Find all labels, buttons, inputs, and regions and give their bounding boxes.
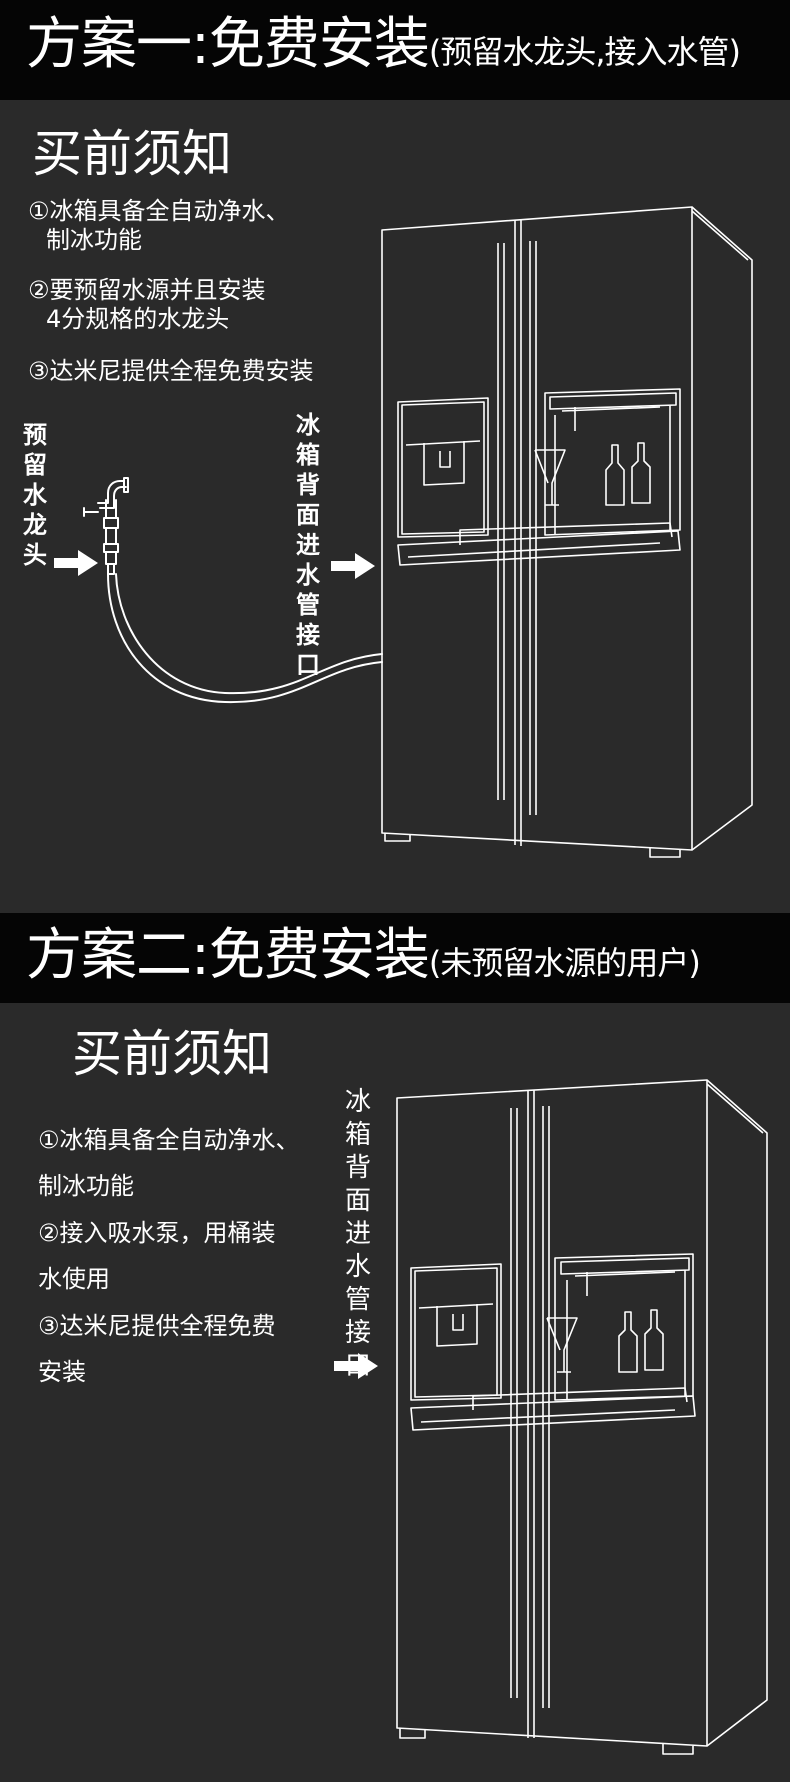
plan2-title-sub: (未预留水源的用户)	[428, 944, 701, 982]
plan1-title-sub: (预留水龙头,接入水管)	[428, 33, 741, 71]
plan2-fridge-illustration	[396, 1079, 768, 1755]
plan2-title-band: 方案二:免费安装(未预留水源的用户)	[0, 913, 790, 1003]
plan2-note-3-line1: ③达米尼提供全程免费	[38, 1312, 276, 1340]
plan2-note-3-line2: 安装	[38, 1358, 86, 1386]
plan2-heading: 买前须知	[72, 1025, 272, 1083]
plan2-note-2: ②接入吸水泵，用桶装 水使用	[38, 1210, 276, 1302]
plan1-note-2-line1: ②要预留水源并且安装	[28, 276, 266, 304]
plan2-note-1: ①冰箱具备全自动净水、 制冰功能	[38, 1117, 300, 1209]
plan1-note-1: ①冰箱具备全自动净水、 制冰功能	[28, 197, 290, 255]
plan1-note-1-line2: 制冰功能	[46, 226, 142, 254]
plan1-note-1-line1: ①冰箱具备全自动净水、	[28, 197, 290, 225]
plan1-faucet-hose	[83, 477, 383, 704]
plan2-note-3: ③达米尼提供全程免费 安装	[38, 1303, 276, 1395]
plan1-title-main: 方案一:免费安装	[26, 12, 430, 77]
plan2-inlet-arrow-icon	[334, 1353, 378, 1379]
plan1-title-band: 方案一:免费安装(预留水龙头,接入水管)	[0, 0, 790, 100]
plan1-title: 方案一:免费安装(预留水龙头,接入水管)	[26, 10, 741, 87]
plan1-inlet-label: 冰箱背面进水管接口	[296, 411, 320, 679]
plan2-title-main: 方案二:免费安装	[26, 923, 430, 988]
plan1-fridge-illustration	[381, 206, 753, 858]
plan1-tap-label: 预留水龙头	[23, 421, 47, 569]
plan2-note-1-line2: 制冰功能	[38, 1172, 134, 1200]
plan2-note-2-line1: ②接入吸水泵，用桶装	[38, 1219, 276, 1247]
plan1-note-2-line2: 4分规格的水龙头	[46, 305, 230, 333]
plan1-note-3-line1: ③达米尼提供全程免费安装	[28, 357, 314, 385]
faucet-icon	[83, 477, 129, 575]
hose-icon	[107, 573, 383, 704]
plan1-inlet-arrow-icon	[331, 553, 375, 579]
plan1-note-3: ③达米尼提供全程免费安装	[28, 357, 314, 386]
plan2-note-2-line2: 水使用	[38, 1265, 110, 1293]
plan1-heading: 买前须知	[32, 125, 232, 183]
plan2-note-1-line1: ①冰箱具备全自动净水、	[38, 1126, 300, 1154]
plan1-tap-arrow-icon	[54, 550, 98, 576]
plan2-title: 方案二:免费安装(未预留水源的用户)	[26, 921, 701, 998]
plan2-inlet-label: 冰箱背面进水管接口	[344, 1087, 371, 1381]
plan1-note-2: ②要预留水源并且安装 4分规格的水龙头	[28, 276, 266, 334]
